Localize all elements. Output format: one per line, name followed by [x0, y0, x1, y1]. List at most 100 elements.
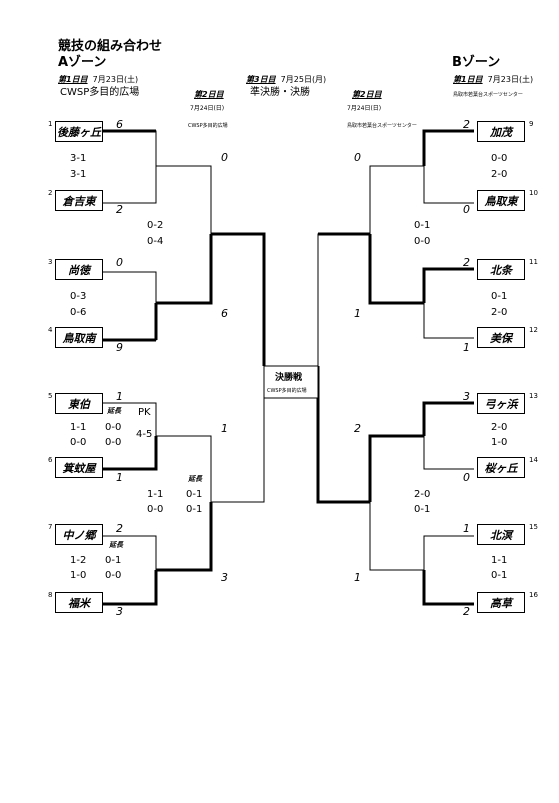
team-number: 12 [529, 326, 538, 334]
bracket-line [423, 535, 474, 605]
half-score: 0-0 [491, 153, 508, 164]
bracket-line [103, 303, 158, 342]
half-score: 0-0 [105, 437, 122, 448]
team-box: 加茂 [477, 121, 525, 142]
team-score: 1 [116, 390, 123, 403]
bracket-line [103, 570, 158, 606]
zone-b-label: Bゾーン [452, 55, 501, 70]
half-score: 2-0 [491, 422, 508, 433]
bracket-line [103, 436, 158, 471]
team-box: 中ノ郷 [55, 524, 103, 545]
bracket-line [423, 268, 474, 339]
team-number: 10 [529, 189, 538, 197]
team-number: 13 [529, 392, 538, 400]
team-score: 1 [354, 307, 361, 320]
day2-b-label-text: 第2日目 [352, 90, 382, 99]
team-number: 7 [48, 523, 53, 531]
bracket-line [423, 402, 474, 470]
team-number: 16 [529, 591, 538, 599]
team-score: 0 [221, 151, 228, 164]
half-score: 1-1 [147, 489, 164, 500]
bracket-line [369, 165, 424, 304]
half-score: 0-3 [70, 291, 87, 302]
half-score: 0-1 [414, 220, 431, 231]
day2-a-label: 第2日目 [194, 91, 224, 99]
team-number: 14 [529, 456, 538, 464]
half-score: 1-2 [70, 555, 87, 566]
team-score: 2 [354, 422, 361, 435]
bracket-line [211, 233, 265, 503]
bracket-line [422, 129, 474, 166]
bracket-line [317, 233, 370, 503]
final-venue: CWSP多目的広場 [267, 388, 307, 394]
day1-a-date: 7月23日(土) [92, 75, 139, 84]
team-score: 1 [463, 522, 470, 535]
day2-b-label: 第2日目 [352, 91, 382, 99]
bracket-line [423, 130, 474, 204]
half-score: 0-4 [147, 236, 164, 247]
team-box: 後藤ヶ丘 [55, 121, 103, 142]
team-score: 1 [463, 341, 470, 354]
bracket-line [422, 267, 474, 303]
half-score: 0-0 [147, 504, 164, 515]
bracket-line [316, 366, 370, 504]
team-score: 0 [463, 471, 470, 484]
half-score: 1-1 [70, 422, 87, 433]
team-number: 8 [48, 591, 53, 599]
day1-b-header: 第1日目 7月23日(土) [453, 76, 533, 84]
day1-b-date: 7月23日(土) [487, 75, 534, 84]
day1-a-label: 第1日目 [58, 75, 88, 84]
team-number: 4 [48, 326, 53, 334]
final-box [263, 365, 319, 399]
day2-b-venue: 鳥取市若葉台スポーツセンター [347, 123, 417, 129]
day3-label: 第3日目 [246, 75, 276, 84]
day2-a-date: 7月24日(日) [190, 105, 225, 112]
bracket-line [156, 435, 212, 571]
team-score: 0 [354, 151, 361, 164]
day3-date: 7月25日(月) [280, 75, 327, 84]
day1-b-venue: 鳥取市若葉台スポーツセンター [453, 92, 523, 98]
half-score: 0-1 [105, 555, 122, 566]
extra-time-note: 延長 [107, 407, 121, 415]
day3-round: 準決勝・決勝 [250, 87, 310, 98]
bracket-line [368, 434, 424, 502]
team-box: 北条 [477, 259, 525, 280]
half-score: 1-1 [491, 555, 508, 566]
pk-score: 4-5 [136, 429, 153, 440]
half-score: 0-1 [186, 504, 203, 515]
half-score: 0-0 [105, 422, 122, 433]
half-score: 0-1 [186, 489, 203, 500]
bracket-line [156, 165, 212, 304]
half-score: 2-0 [491, 307, 508, 318]
half-score: 2-0 [414, 489, 431, 500]
half-score: 3-1 [70, 153, 87, 164]
final-label: 決勝戦 [275, 373, 303, 383]
team-number: 2 [48, 189, 53, 197]
team-box: 尚徳 [55, 259, 103, 280]
bracket-line [103, 130, 157, 204]
bracket-line [156, 502, 213, 572]
half-score: 1-0 [491, 437, 508, 448]
bracket-line [211, 232, 266, 366]
team-score: 2 [463, 256, 470, 269]
team-number: 1 [48, 120, 53, 128]
day3-header: 第3日目 7月25日(月) [246, 76, 326, 84]
team-box: 福米 [55, 592, 103, 613]
team-score: 3 [116, 605, 123, 618]
team-score: 2 [116, 203, 123, 216]
half-score: 0-0 [70, 437, 87, 448]
team-box: 鳥取東 [477, 190, 525, 211]
team-score: 2 [463, 605, 470, 618]
page-title: 競技の組み合わせ [58, 39, 163, 54]
team-score: 3 [463, 390, 470, 403]
half-score: 0-1 [491, 570, 508, 581]
half-score: 0-6 [70, 307, 87, 318]
half-score: 1-0 [70, 570, 87, 581]
team-box: 東伯 [55, 393, 103, 414]
team-score: 2 [116, 522, 123, 535]
team-score: 6 [116, 118, 123, 131]
extra-time-note: 延長 [188, 475, 202, 483]
pk-label: PK [138, 407, 151, 418]
half-score: 0-0 [105, 570, 122, 581]
